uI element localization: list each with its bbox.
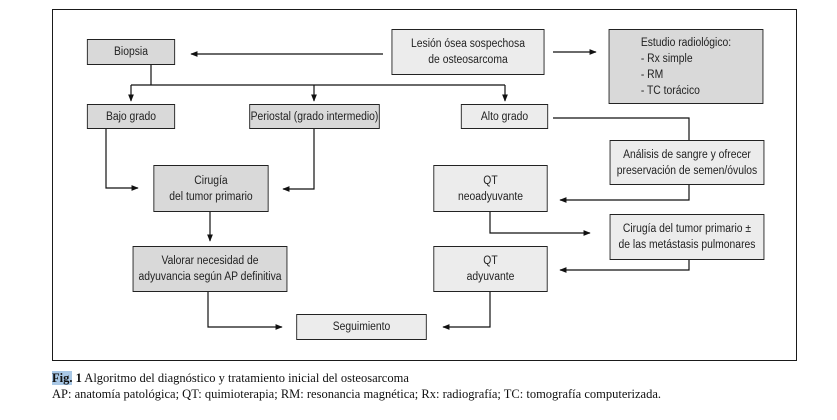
node-text-line: QT	[483, 255, 498, 267]
node-text: Lesión ósea sospechosa de osteosarcoma	[411, 36, 525, 68]
fig-number: 1	[75, 371, 82, 385]
node-text-line: Análisis de sangre y ofrecer	[623, 148, 751, 161]
node-text: QT adyuvante	[467, 253, 515, 285]
node-biopsia: Biopsia	[86, 39, 176, 65]
node-text: Cirugía del tumor primario	[169, 173, 252, 205]
figure-caption: Fig. 1 Algoritmo del diagnóstico y trata…	[52, 370, 812, 402]
node-text-line: Bajo grado	[105, 110, 157, 123]
node-seguimiento: Seguimiento	[296, 314, 427, 340]
node-text-line: - Rx simple	[640, 52, 693, 65]
node-text: Valorar necesidad de adyuvancia según AP …	[138, 253, 281, 285]
node-text-line: Valorar necesidad de	[161, 255, 259, 267]
node-text: Cirugía del tumor primario ± de las metás…	[619, 221, 756, 253]
node-text-line: adyuvancia según AP definitiva	[138, 271, 282, 283]
node-text-line: neoadyuvante	[457, 190, 524, 203]
caption-title: Algoritmo del diagnóstico y tratamiento …	[84, 371, 409, 385]
node-text-line: Periostal (grado intermedio)	[250, 110, 379, 123]
node-cirugia-metastasis: Cirugía del tumor primario ± de las metás…	[609, 214, 765, 260]
node-text-line: Seguimiento	[332, 321, 391, 333]
node-text-line: preservación de semen/óvulos	[616, 164, 758, 177]
node-text: Estudio radiológico: - Rx simple - RM - TC …	[641, 35, 731, 99]
node-text-line: Cirugía del tumor primario ±	[622, 223, 752, 235]
node-text-line: adyuvante	[466, 271, 515, 283]
node-text: Alto grado	[481, 109, 528, 125]
node-text-line: de osteosarcoma	[428, 54, 508, 66]
node-alto-grado: Alto grado	[460, 104, 549, 129]
node-text-line: Estudio radiológico:	[640, 36, 732, 49]
node-text: Periostal (grado intermedio)	[251, 109, 379, 125]
node-bajo-grado: Bajo grado	[86, 104, 176, 129]
node-text: Bajo grado	[106, 109, 156, 125]
node-text-line: - RM	[640, 68, 664, 81]
node-valorar-adyuvancia: Valorar necesidad de adyuvancia según AP …	[132, 246, 288, 292]
node-cirugia-tumor-primario: Cirugía del tumor primario	[153, 165, 269, 212]
node-text-line: de las metástasis pulmonares	[618, 239, 756, 251]
fig-label: Fig.	[52, 371, 73, 385]
node-text-line: QT	[483, 174, 498, 187]
node-text-line: Lesión ósea sospechosa	[411, 38, 525, 50]
node-text: QT neoadyuvante	[458, 173, 523, 205]
node-text: Análisis de sangre y ofrecer preservación…	[617, 147, 757, 179]
node-text: Seguimiento	[333, 319, 391, 335]
node-text-line: Alto grado	[480, 110, 529, 123]
node-qt-adyuvante: QT adyuvante	[433, 246, 548, 292]
caption-abbreviations: AP: anatomía patológica; QT: quimioterap…	[52, 387, 662, 401]
node-estudio-radiologico: Estudio radiológico: - Rx simple - RM - TC …	[608, 29, 764, 104]
node-text-line: Biopsia	[114, 46, 148, 58]
node-periostal: Periostal (grado intermedio)	[249, 104, 380, 129]
node-text-line: - TC torácico	[640, 84, 700, 97]
caption-title-line: Fig. 1 Algoritmo del diagnóstico y trata…	[52, 370, 812, 386]
node-lesion-osea: Lesión ósea sospechosa de osteosarcoma	[391, 29, 545, 75]
node-analisis-sangre: Análisis de sangre y ofrecer preservación…	[609, 140, 765, 185]
node-text-line: Cirugía	[194, 174, 228, 187]
node-text: Biopsia	[114, 44, 148, 60]
node-qt-neoadyuvante: QT neoadyuvante	[433, 165, 548, 212]
node-text-line: del tumor primario	[169, 190, 253, 203]
